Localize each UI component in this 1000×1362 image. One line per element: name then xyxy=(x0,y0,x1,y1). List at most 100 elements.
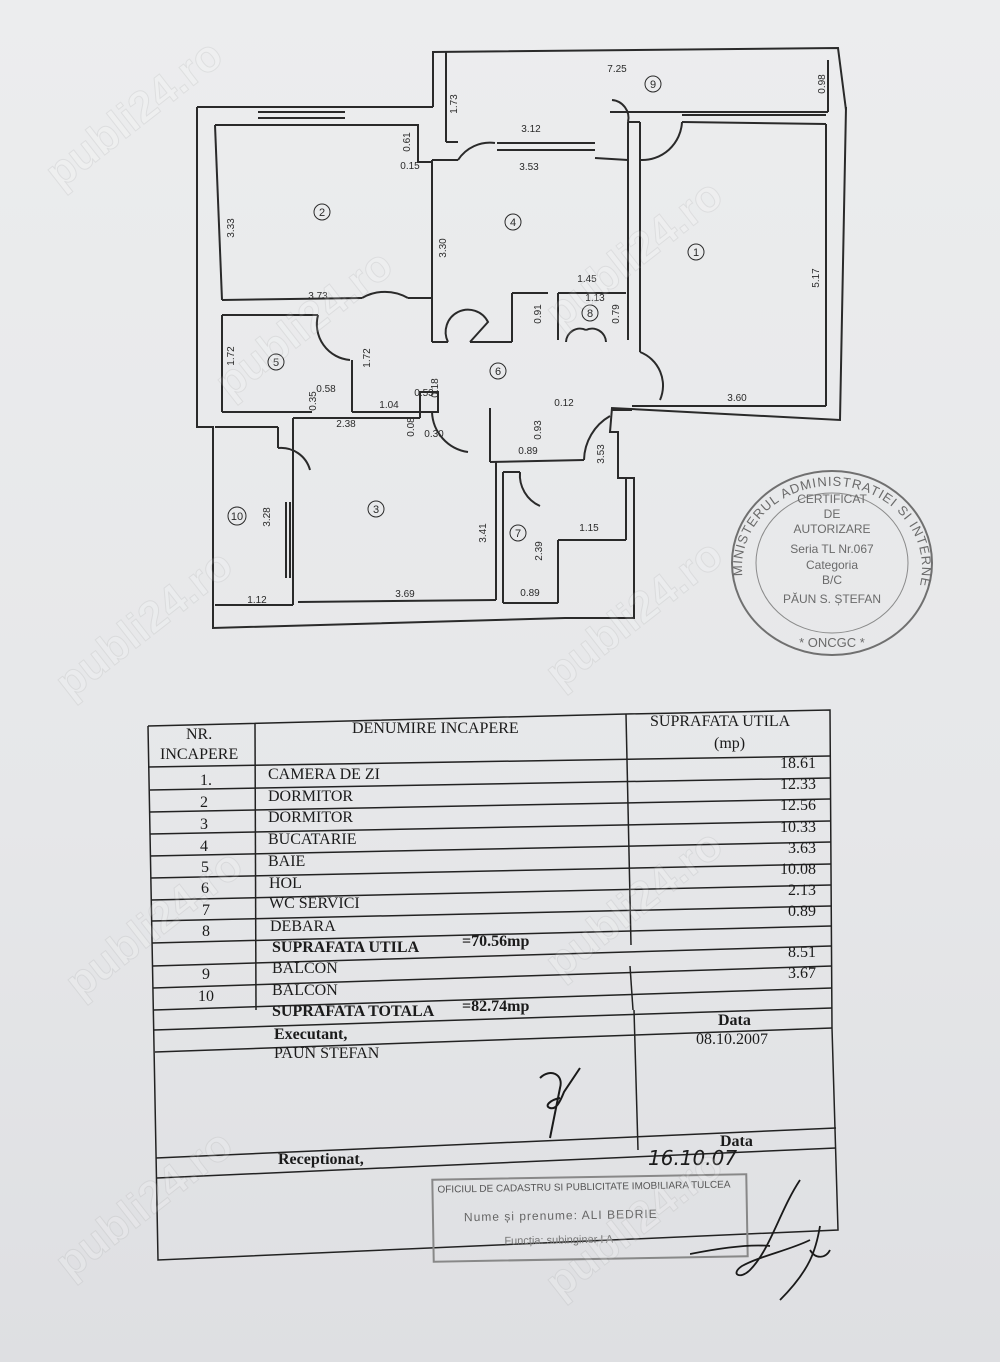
receptionat-label: Receptionat, xyxy=(278,1151,364,1168)
header-area: SUPRAFATA UTILA xyxy=(650,713,791,730)
row-name: BALCON xyxy=(272,960,338,977)
dimension-label: 3.33 xyxy=(226,218,237,238)
dimension-label: 2.38 xyxy=(336,419,356,430)
dimension-label: 0.89 xyxy=(520,588,540,599)
row-area: 3.67 xyxy=(788,965,816,982)
executant-name: PAUN STEFAN xyxy=(274,1045,380,1062)
floor-plan: 1 2 3 4 5 6 7 8 9 10 7.250.981.733.123.5… xyxy=(196,46,847,630)
stamp-line: PĂUN S. ȘTEFAN xyxy=(783,591,881,606)
room-label-8: 8 xyxy=(581,304,599,322)
stamp-line: DE xyxy=(824,507,841,521)
dimension-label: 3.28 xyxy=(262,507,273,527)
dimension-label: 1.45 xyxy=(577,274,597,285)
executant-signature xyxy=(539,1067,581,1139)
room-label-10: 10 xyxy=(227,506,247,526)
date-label-2: Data xyxy=(720,1133,753,1150)
header-nr-2: INCAPERE xyxy=(160,746,239,763)
row-nr: 7 xyxy=(202,902,210,919)
room-number: 10 xyxy=(231,511,243,523)
office-stamp-line: Nume și prenume: ALI BEDRIE xyxy=(463,1206,658,1225)
receiver-signature xyxy=(690,1179,831,1301)
header-nr: NR. xyxy=(186,726,213,743)
dimension-label: 0.91 xyxy=(533,304,544,324)
total-value: =82.74mp xyxy=(462,998,530,1015)
room-number: 1 xyxy=(693,247,699,259)
row-area: 10.33 xyxy=(780,819,816,836)
dimension-labels: 7.250.981.733.123.530.610.153.333.733.30… xyxy=(226,64,828,606)
total-label: SUPRAFATA TOTALA xyxy=(272,1003,435,1020)
row-nr: 3 xyxy=(200,816,208,833)
dimension-label: 0.35 xyxy=(308,391,319,411)
executant-label: Executant, xyxy=(274,1026,348,1043)
watermark-text: publi24.ro xyxy=(46,1120,242,1288)
room-number: 4 xyxy=(510,217,516,229)
dimension-label: 3.53 xyxy=(596,444,607,464)
office-stamp-line: Funcția: subinginer I A xyxy=(504,1233,614,1248)
room-label-4: 4 xyxy=(504,213,522,231)
dimension-label: 0.89 xyxy=(518,446,538,457)
stamp-ring-bottom: * ONCGC * xyxy=(799,635,865,650)
dimension-label: 0.12 xyxy=(554,398,574,409)
row-name: CAMERA DE ZI xyxy=(268,766,380,783)
dimension-label: 1.72 xyxy=(226,346,237,366)
dimension-label: 0.15 xyxy=(400,161,420,172)
row-nr: 4 xyxy=(200,838,208,855)
stamp-line: AUTORIZARE xyxy=(793,522,870,536)
row-nr: 1. xyxy=(200,772,212,789)
dimension-label: 3.60 xyxy=(727,393,747,404)
dimension-label: 1.04 xyxy=(379,400,399,411)
dimension-label: 3.69 xyxy=(395,589,415,600)
row-nr: 8 xyxy=(202,923,210,940)
row-area: 2.13 xyxy=(788,882,816,899)
room-label-2: 2 xyxy=(313,203,331,221)
row-name: DORMITOR xyxy=(268,809,354,826)
row-name: WC SERVICI xyxy=(269,895,360,912)
row-area: 10.08 xyxy=(780,861,816,878)
row-name: BUCATARIE xyxy=(268,831,357,848)
room-number-labels: 1 2 3 4 5 6 7 8 9 10 xyxy=(227,75,705,542)
row-area: 12.56 xyxy=(780,797,816,814)
row-name: HOL xyxy=(269,875,302,892)
office-stamp-line: OFICIUL DE CADASTRU SI PUBLICITATE IMOBI… xyxy=(437,1179,731,1196)
room-label-6: 6 xyxy=(489,362,507,380)
room-label-7: 7 xyxy=(509,524,527,542)
date-label: Data xyxy=(718,1012,751,1029)
dimension-label: 5.17 xyxy=(811,268,822,288)
subtotal-label: SUPRAFATA UTILA xyxy=(272,939,420,956)
dimension-label: 1.12 xyxy=(247,595,267,606)
room-label-5: 5 xyxy=(267,353,285,371)
row-nr: 6 xyxy=(201,880,209,897)
dimension-label: 1.13 xyxy=(585,293,605,304)
dimension-label: 3.30 xyxy=(438,238,449,258)
dimension-label: 3.53 xyxy=(519,162,539,173)
room-number: 2 xyxy=(319,207,325,219)
date-value-2: 16.10.07 xyxy=(648,1146,738,1170)
header-area-unit: (mp) xyxy=(714,735,746,752)
dimension-label: 0.61 xyxy=(402,132,413,152)
dimension-label: 0.98 xyxy=(817,74,828,94)
dimension-label: 2.39 xyxy=(534,541,545,561)
room-number: 5 xyxy=(273,357,279,369)
row-nr: 9 xyxy=(202,966,210,983)
room-number: 6 xyxy=(495,366,501,378)
row-nr: 10 xyxy=(198,988,214,1005)
row-area: 12.33 xyxy=(780,776,816,793)
authorization-stamp: MINISTERUL ADMINISTRATIEI SI INTERNELOR … xyxy=(722,455,933,656)
dimension-label: 0.30 xyxy=(424,429,444,440)
dimension-label: 1.72 xyxy=(362,348,373,368)
row-area: 3.63 xyxy=(788,840,816,857)
subtotal-value: =70.56mp xyxy=(462,933,530,950)
dimension-label: 0.79 xyxy=(611,304,622,324)
row-name: BAIE xyxy=(268,853,306,870)
dimension-label: 0.08 xyxy=(406,417,417,437)
room-number: 9 xyxy=(650,79,656,91)
room-number: 3 xyxy=(373,504,379,516)
row-nr: 5 xyxy=(201,859,209,876)
dimension-label: 3.41 xyxy=(478,523,489,543)
dimension-label: 0.58 xyxy=(316,384,336,395)
header-name: DENUMIRE INCAPERE xyxy=(352,720,519,737)
dimension-label: 0.53 xyxy=(414,388,434,399)
room-number: 8 xyxy=(587,308,593,320)
room-number: 7 xyxy=(515,528,521,540)
